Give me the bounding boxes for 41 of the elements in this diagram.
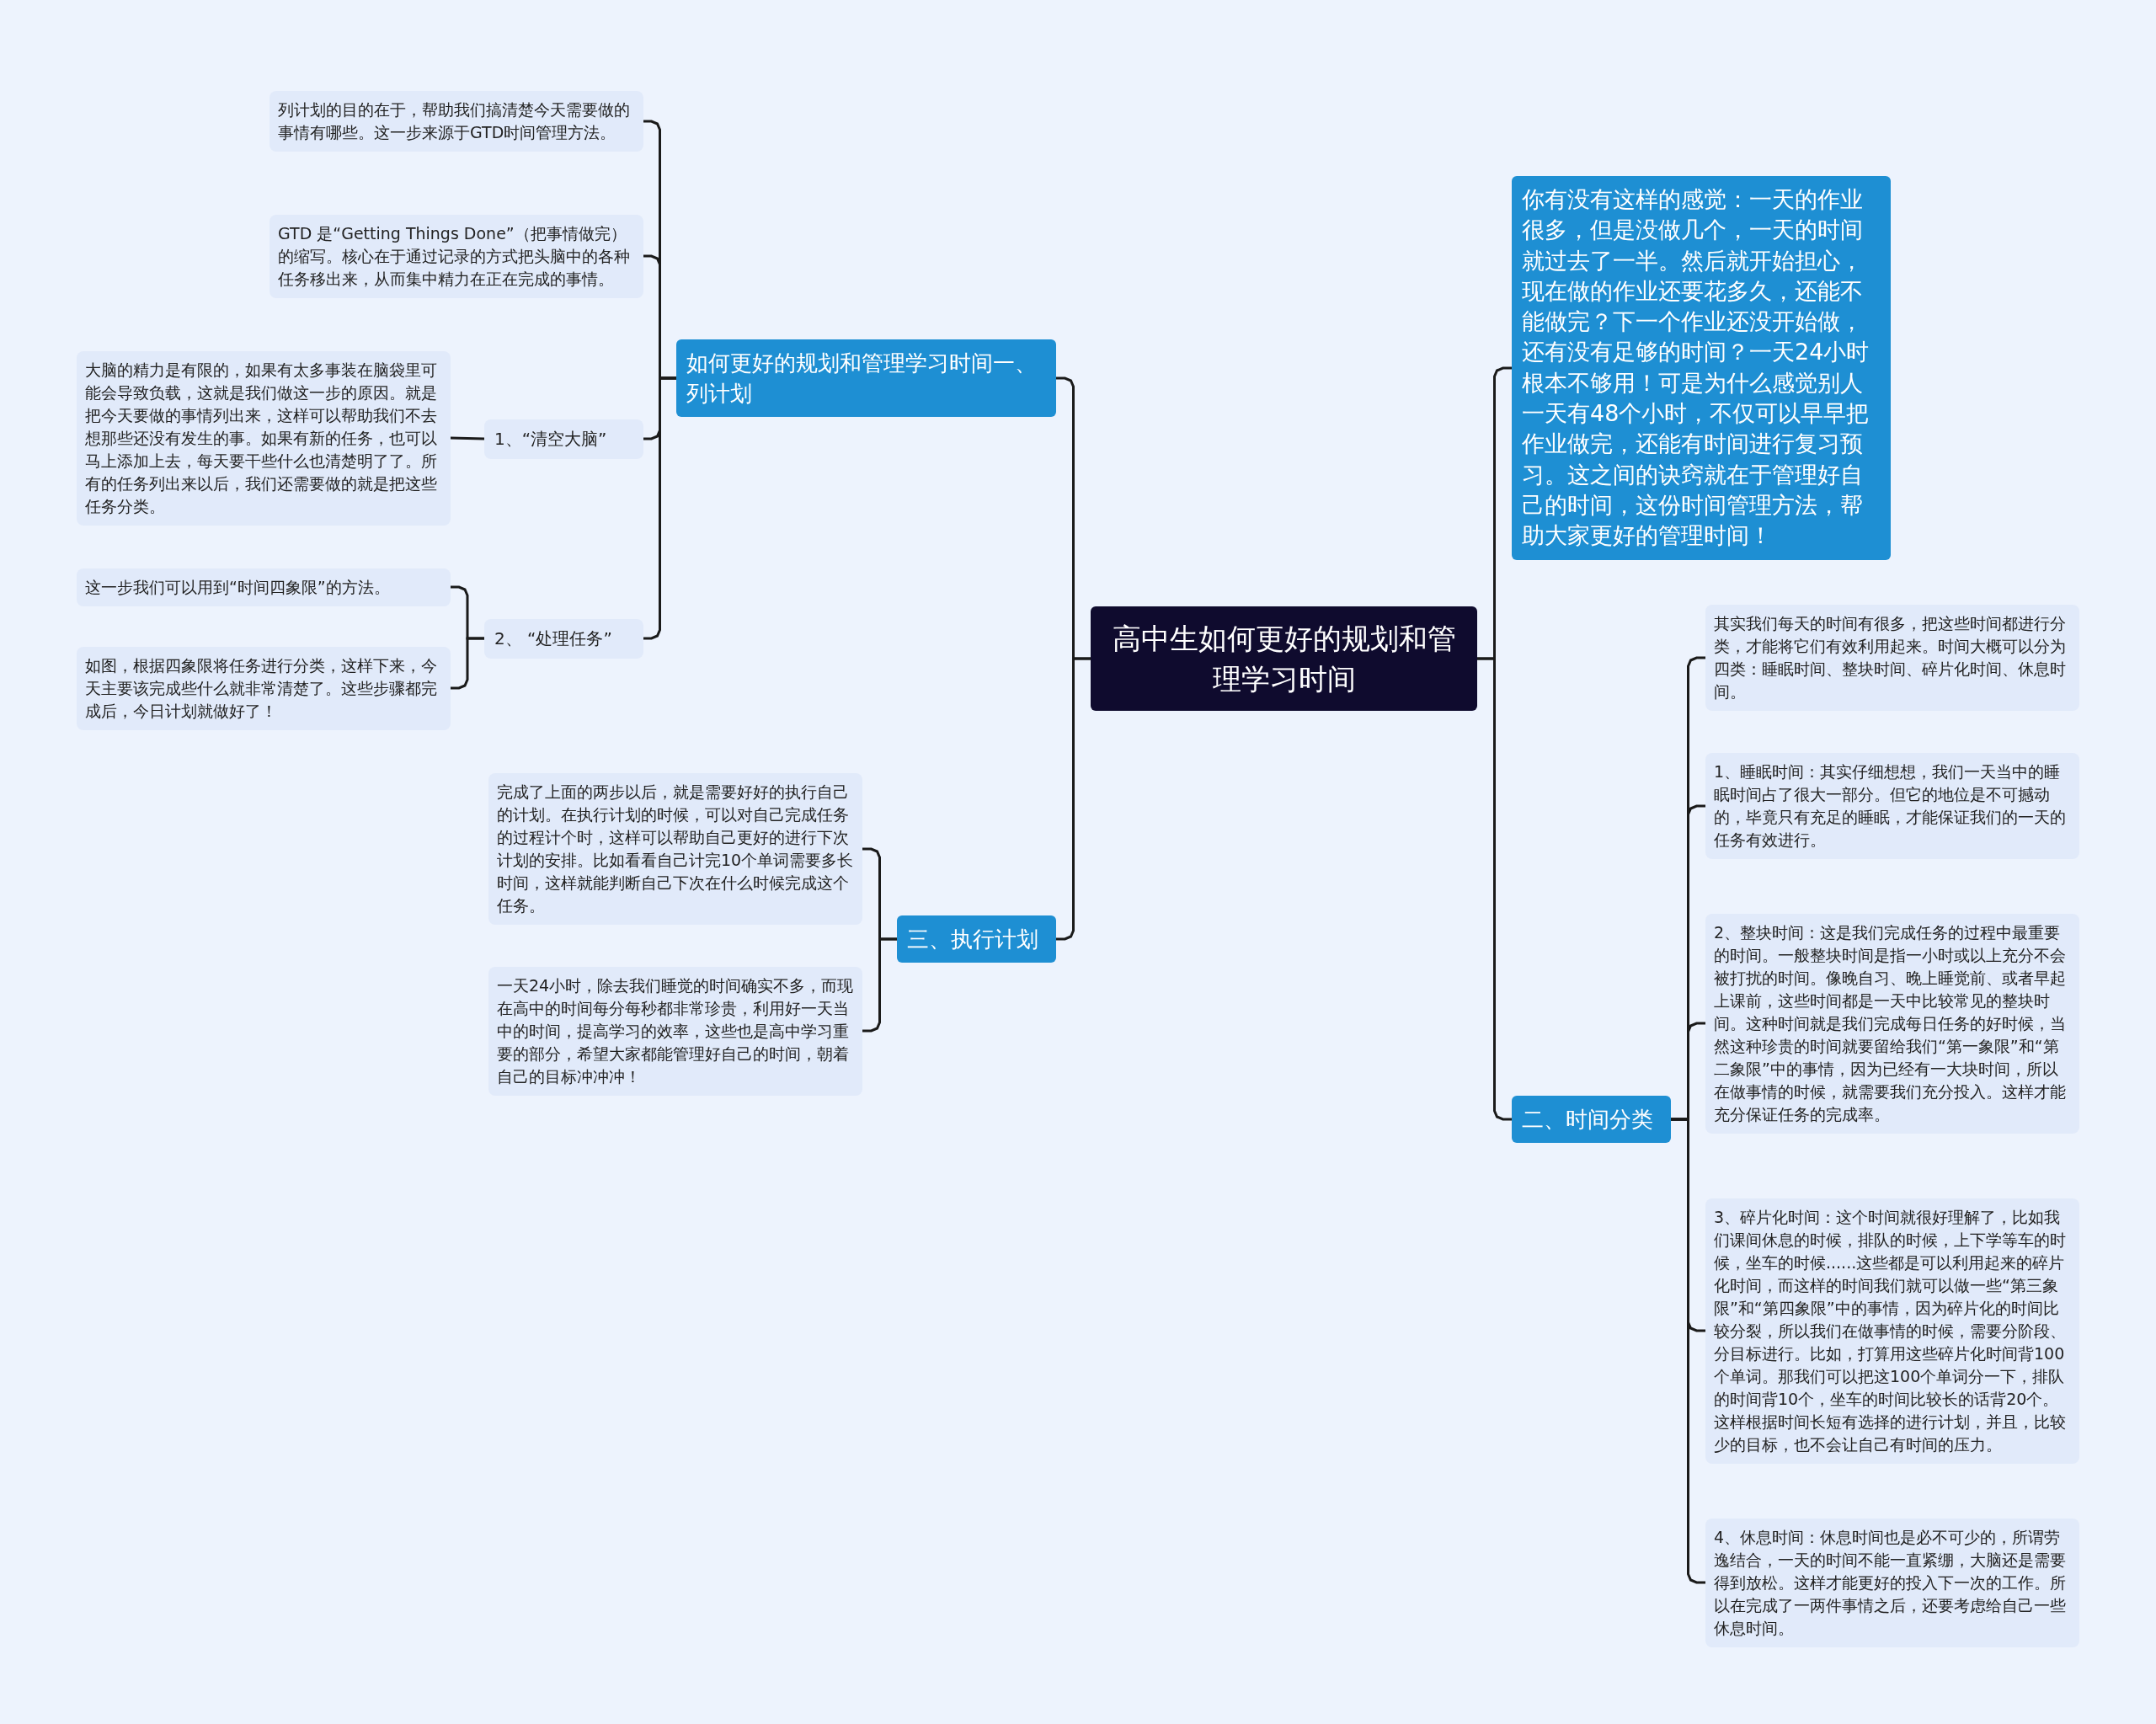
node-text: 高中生如何更好的规划和管理学习时间 xyxy=(1111,621,1457,697)
node-text: 二、时间分类 xyxy=(1522,1106,1654,1134)
node-text: 1、睡眠时间：其实仔细想想，我们一天当中的睡眠时间占了很大一部分。但它的地位是不可撼动的，毕竟只有充足的睡眠，才能保证我们的一天的任务有效进行。 xyxy=(1714,761,2067,851)
node-text: 1、“清空大脑” xyxy=(494,427,608,451)
central-topic-box xyxy=(1091,606,1477,711)
connector-line xyxy=(1477,657,1512,1121)
node-text: 一天24小时，除去我们睡觉的时间确实不多，而现在高中的时间每分每秒都非常珍贵，利用好一天当中的时间，提高学习的效率，这些也是高中学习重要的部分，希望大家都能管理好自己的时间，朝着自己的目标冲冲冲！ xyxy=(497,974,854,1087)
branch-topic-box xyxy=(1512,1096,1671,1143)
note-box xyxy=(1705,1518,2079,1647)
node-text: 2、整块时间：这是我们完成任务的过程中最重要的时间。一般整块时间是指一小时或以上充分不会被打扰的时间。像晚自习、晚上睡觉前、或者早起上课前，这些时间都是一天中比较常见的整块时间。这种时间就是我们完成每日任务的好时候，当然这种珍贵的时间就要留给我们“第一象限”和“第二象限”中的事情，因为已经有一大块时间，所以在做事情的时候，就需要我们充分投入。这样才能充分保证任务的完成率。 xyxy=(1714,921,2067,1125)
note-box xyxy=(77,568,451,606)
connector-line xyxy=(451,637,484,690)
node-text: 如何更好的规划和管理学习时间一、列计划 xyxy=(686,350,1038,408)
branch-topic-box xyxy=(676,339,1056,417)
node-text: 大脑的精力是有限的，如果有太多事装在脑袋里可能会导致负载，这就是我们做这一步的原因。就是把今天要做的事情列出来，这样可以帮助我们不去想那些还没有发生的事。如果有新的任务，也可以马上添加上去，每天要干些什么也清楚明了了。所有的任务列出来以后，我们还需要做的就是把这些任务分类。 xyxy=(85,359,438,517)
connector-line xyxy=(1056,657,1091,941)
note-box xyxy=(270,214,643,298)
node-text: 完成了上面的两步以后，就是需要好好的执行自己的计划。在执行计划的时候，可以对自己完成任务的过程计个时，这样可以帮助自己更好的进行下次计划的安排。比如看看自己计完10个单词需要多长时间，这样就能判断自己下次在什么时候完成这个任务。 xyxy=(497,782,854,916)
note-box xyxy=(270,91,643,152)
note-box xyxy=(488,773,862,925)
node-text: GTD 是“Getting Things Done”（把事情做完）的缩写。核心在于通过记录的方式把头脑中的各种任务移出来，从而集中精力在正在完成的事情。 xyxy=(278,222,631,290)
node-text: 4、休息时间：休息时间也是必不可少的，所谓劳逸结合，一天的时间不能一直紧绷，大脑还是需要得到放松。这样才能更好的投入下一次的工作。所以在完成了一两件事情之后，还要考虑给自己一些休息时间。 xyxy=(1714,1526,2067,1639)
node-text: 如图，根据四象限将任务进行分类，这样下来，今天主要该完成些什么就非常清楚了。这些步骤都完成后，今日计划就做好了！ xyxy=(85,654,438,722)
note-box xyxy=(1705,605,2079,711)
note-box xyxy=(488,966,862,1096)
note-box xyxy=(77,646,451,730)
subtopic-box xyxy=(484,419,643,459)
node-text: 2、 “处理任务” xyxy=(494,627,613,650)
connector-line xyxy=(643,376,676,640)
node-text: 三、执行计划 xyxy=(907,926,1039,953)
node-text: 列计划的目的在于，帮助我们搞清楚今天需要做的事情有哪些。这一步来源于GTD时间管理方法。 xyxy=(278,99,631,143)
node-text: 这一步我们可以用到“时间四象限”的方法。 xyxy=(85,576,391,598)
note-box xyxy=(1705,753,2079,859)
branch-topic-box xyxy=(897,915,1056,963)
connector-line xyxy=(862,937,897,1033)
node-text: 其实我们每天的时间有很多，把这些时间都进行分类，才能将它们有效利用起来。时间大概可以分为四类：睡眠时间、整块时间、碎片化时间、休息时间。 xyxy=(1714,613,2067,702)
node-text: 你有没有这样的感觉：一天的作业很多，但是没做几个，一天的时间就过去了一半。然后就开始担心，现在做的作业还要花多久，还能不能做完？下一个作业还没开始做，还有没有足够的时间？一天24小时根本不够用！可是为什么感觉别人一天有48个小时，不仅可以早早把作业做完，还能有时间进行复习预习。这之间的诀窍就在于管理好自己的时间，这份时间管理方法，帮助大家更好的管理时间！ xyxy=(1522,185,1870,551)
subtopic-box xyxy=(484,618,643,659)
connector-line xyxy=(450,436,485,440)
node-text: 3、碎片化时间：这个时间就很好理解了，比如我们课间休息的时候，排队的时候，上下学等车的时候，坐车的时候......这些都是可以利用起来的碎片化时间，而这样的时间我们就可以做一些“第三象限”和“第四象限”中的事情，因为碎片化的时间比较分裂，所以我们在做事情的时候，需要分阶段、分目标进行。比如，打算用这些碎片化时间背100个单词。那我们可以把这100个单词分一下，排队的时间背10个，坐车的时间比较长的话背20个。这样根据时间长短有选择的进行计划，并且，比较少的目标，也不会让自己有时间的压力。 xyxy=(1714,1206,2067,1455)
connector-line xyxy=(1671,1118,1705,1584)
